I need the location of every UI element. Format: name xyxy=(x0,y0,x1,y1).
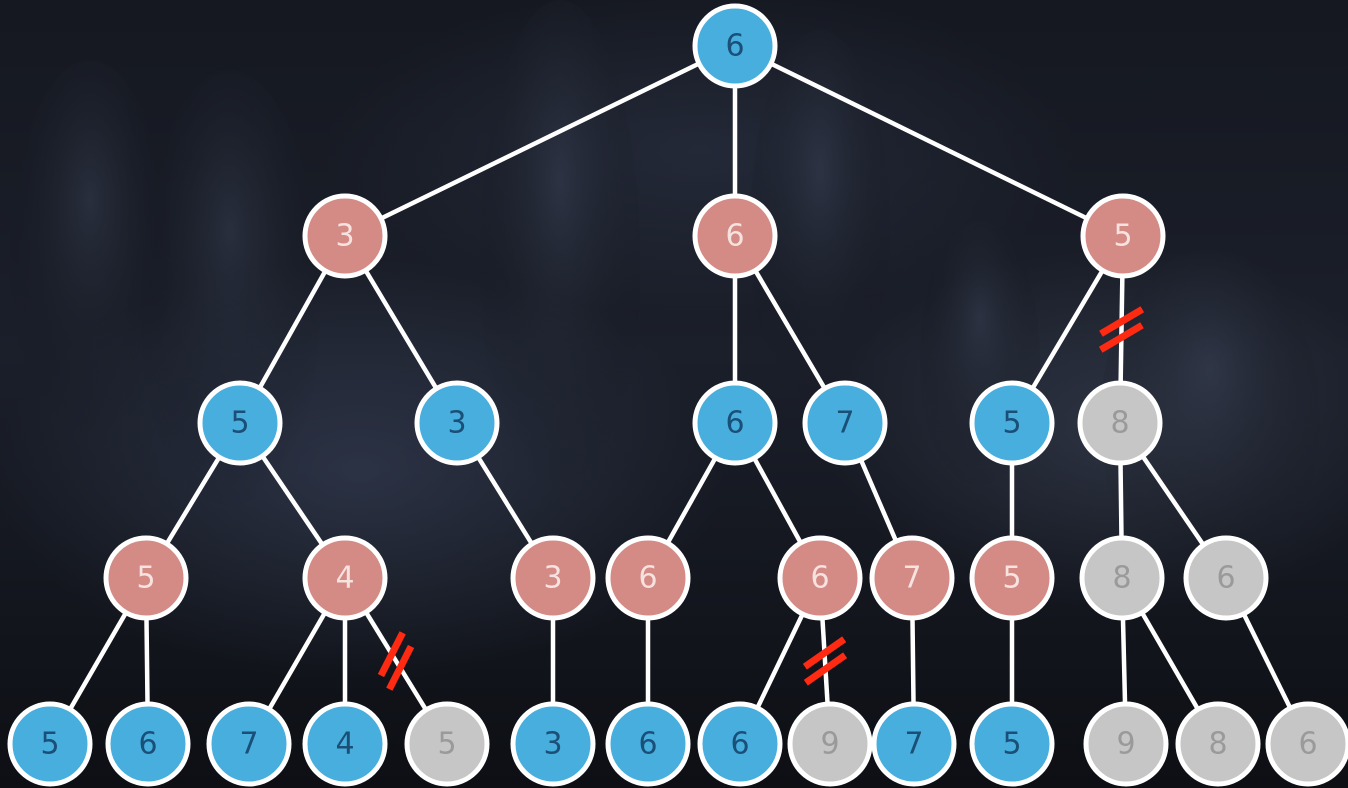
tree-node-max: 5 xyxy=(972,704,1052,784)
node-value: 6 xyxy=(810,561,829,596)
tree-node-max: 7 xyxy=(209,704,289,784)
tree-node-pruned: 9 xyxy=(790,704,870,784)
node-value: 8 xyxy=(1208,727,1227,762)
tree-node-min: 5 xyxy=(1083,196,1163,276)
tree-node-min: 5 xyxy=(106,538,186,618)
node-value: 7 xyxy=(835,406,854,441)
node-value: 5 xyxy=(437,727,456,762)
node-value: 4 xyxy=(335,727,354,762)
tree-node-min: 3 xyxy=(305,196,385,276)
tree-node-max: 7 xyxy=(874,704,954,784)
tree-node-pruned: 8 xyxy=(1178,704,1258,784)
node-value: 6 xyxy=(725,406,744,441)
tree-node-pruned: 6 xyxy=(1186,538,1266,618)
node-value: 7 xyxy=(902,561,921,596)
tree-node-max: 5 xyxy=(972,383,1052,463)
tree-node-max: 6 xyxy=(695,6,775,86)
tree-node-min: 7 xyxy=(872,538,952,618)
node-value: 7 xyxy=(239,727,258,762)
tree-node-max: 6 xyxy=(108,704,188,784)
node-value: 3 xyxy=(543,727,562,762)
node-value: 5 xyxy=(230,406,249,441)
node-value: 3 xyxy=(335,219,354,254)
tree-node-max: 5 xyxy=(10,704,90,784)
tree-node-max: 6 xyxy=(695,383,775,463)
tree-node-max: 7 xyxy=(805,383,885,463)
tree-node-min: 6 xyxy=(780,538,860,618)
tree-node-pruned: 5 xyxy=(407,704,487,784)
node-value: 9 xyxy=(820,727,839,762)
node-value: 4 xyxy=(335,561,354,596)
tree-node-max: 3 xyxy=(513,704,593,784)
tree-node-min: 6 xyxy=(695,196,775,276)
tree-node-pruned: 6 xyxy=(1268,704,1348,784)
tree-node-max: 6 xyxy=(608,704,688,784)
tree-node-pruned: 8 xyxy=(1082,538,1162,618)
node-value: 6 xyxy=(638,561,657,596)
tree-node-min: 3 xyxy=(513,538,593,618)
node-value: 6 xyxy=(730,727,749,762)
node-value: 3 xyxy=(447,406,466,441)
node-value: 6 xyxy=(1298,727,1317,762)
tree-node-max: 4 xyxy=(305,704,385,784)
node-value: 6 xyxy=(725,219,744,254)
node-value: 8 xyxy=(1110,406,1129,441)
node-value: 9 xyxy=(1116,727,1135,762)
tree-node-max: 5 xyxy=(200,383,280,463)
node-value: 7 xyxy=(904,727,923,762)
tree-node-max: 6 xyxy=(700,704,780,784)
tree-node-min: 4 xyxy=(305,538,385,618)
node-value: 3 xyxy=(543,561,562,596)
tree-node-min: 5 xyxy=(972,538,1052,618)
tree-node-max: 3 xyxy=(417,383,497,463)
node-value: 6 xyxy=(638,727,657,762)
node-value: 5 xyxy=(40,727,59,762)
tree-node-pruned: 9 xyxy=(1086,704,1166,784)
node-value: 8 xyxy=(1112,561,1131,596)
node-value: 5 xyxy=(1002,406,1021,441)
node-value: 5 xyxy=(1002,561,1021,596)
node-value: 6 xyxy=(138,727,157,762)
node-value: 5 xyxy=(136,561,155,596)
node-value: 5 xyxy=(1002,727,1021,762)
node-value: 6 xyxy=(725,29,744,64)
node-value: 6 xyxy=(1216,561,1235,596)
tree-node-min: 6 xyxy=(608,538,688,618)
tree-node-pruned: 8 xyxy=(1080,383,1160,463)
node-value: 5 xyxy=(1113,219,1132,254)
